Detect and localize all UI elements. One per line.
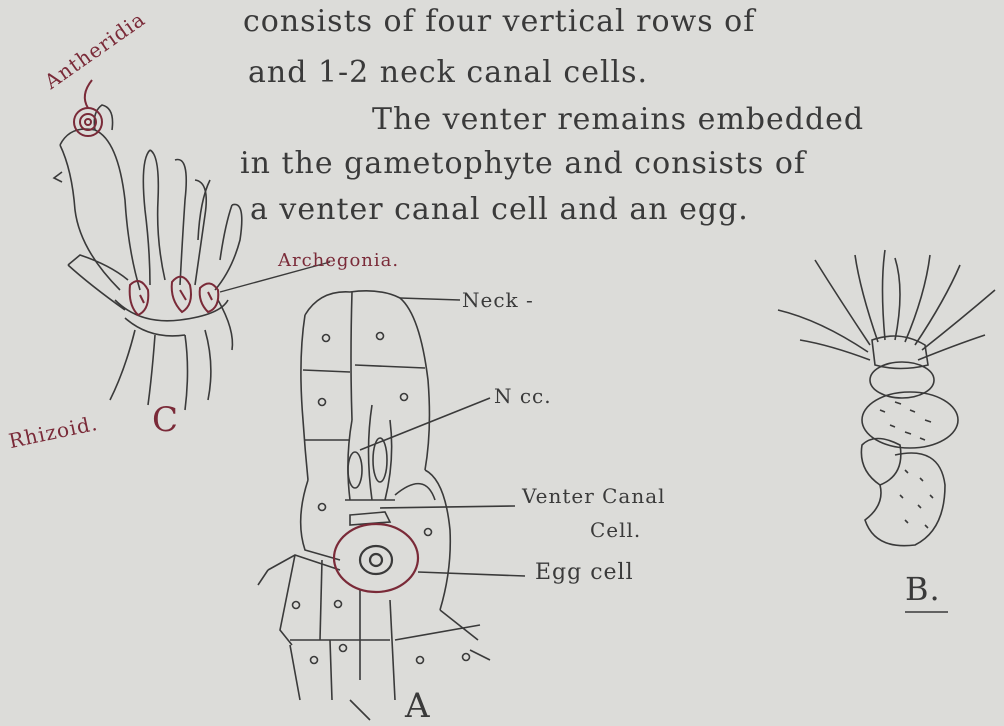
label-venter-canal-line1: Venter Canal: [522, 484, 666, 508]
figure-c-label: C: [152, 400, 179, 440]
egg-cell-mark: [334, 524, 418, 592]
figure-a-drawing: [258, 291, 525, 720]
figure-b-drawing: [778, 250, 995, 612]
label-archegonia: Archegonia.: [278, 250, 399, 271]
figure-c-drawing: [54, 105, 242, 410]
label-egg-cell: Egg cell: [535, 560, 634, 585]
label-venter-canal-line2: Cell.: [590, 518, 641, 542]
label-neck-canal-cells: N cc.: [494, 384, 552, 408]
figure-b-label: B.: [905, 570, 941, 608]
label-neck: Neck -: [462, 288, 534, 312]
figure-a-label: A: [405, 686, 431, 726]
